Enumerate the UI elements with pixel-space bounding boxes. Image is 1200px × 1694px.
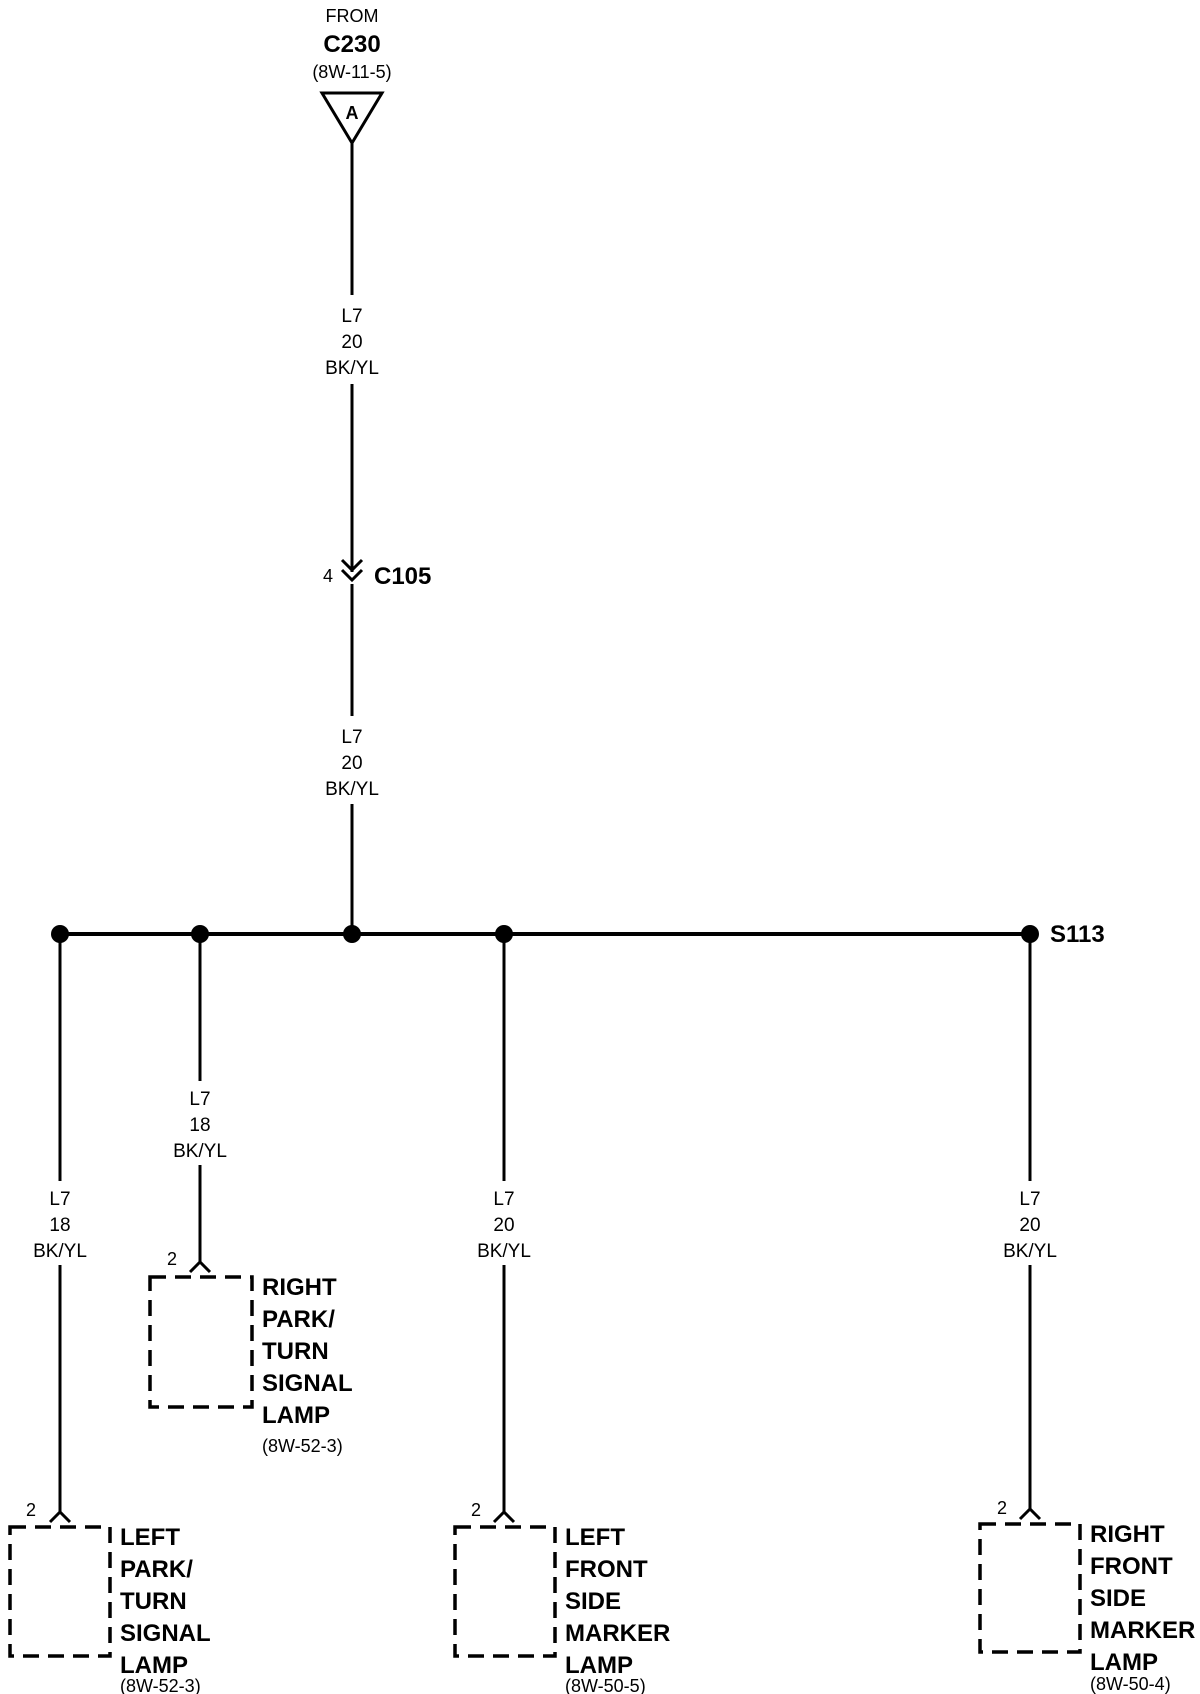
right-marker-label-line: FRONT	[1090, 1553, 1173, 1580]
source-connector-name: C230	[323, 31, 380, 58]
left-marker-ref: (8W-50-5)	[565, 1676, 646, 1694]
right-marker-label-line: RIGHT	[1090, 1521, 1165, 1548]
wire-left-marker-gauge: 20	[493, 1215, 514, 1236]
left-marker-lamp-box	[453, 1525, 557, 1658]
wire-right-park-color: BK/YL	[173, 1141, 227, 1162]
left-marker-label-line: FRONT	[565, 1556, 648, 1583]
right-marker-connector-icon	[1018, 1506, 1042, 1521]
right-marker-label-line: LAMP	[1090, 1649, 1158, 1676]
wire-upper-color: BK/YL	[325, 358, 379, 379]
right-marker-ref: (8W-50-4)	[1090, 1674, 1171, 1694]
left-marker-label-line: LEFT	[565, 1524, 625, 1551]
right-park-label-line: TURN	[262, 1338, 329, 1365]
from-label: FROM	[326, 6, 379, 26]
wire-middle-circuit: L7	[341, 727, 362, 748]
wire-right-marker-color: BK/YL	[1003, 1241, 1057, 1262]
wire-right-marker-circuit: L7	[1019, 1189, 1040, 1210]
right-marker-pin: 2	[997, 1498, 1007, 1518]
source-connector-ref: (8W-11-5)	[312, 62, 391, 82]
source-connector-triangle-icon	[319, 91, 385, 146]
left-park-label-line: SIGNAL	[120, 1620, 211, 1647]
left-marker-label-line: LAMP	[565, 1652, 633, 1679]
wire-middle-color: BK/YL	[325, 779, 379, 800]
wire-left-marker-circuit: L7	[493, 1189, 514, 1210]
right-park-pin: 2	[167, 1249, 177, 1269]
right-park-label-line: LAMP	[262, 1402, 330, 1429]
right-park-ref: (8W-52-3)	[262, 1436, 343, 1456]
right-park-label-line: SIGNAL	[262, 1370, 353, 1397]
left-park-lamp-box	[8, 1525, 112, 1658]
left-marker-pin: 2	[471, 1500, 481, 1520]
right-park-lamp-box	[148, 1275, 254, 1409]
wire-left-park-gauge: 18	[49, 1215, 70, 1236]
left-park-label-line: LEFT	[120, 1524, 180, 1551]
right-park-connector-icon	[188, 1259, 212, 1274]
wire-middle-gauge: 20	[341, 753, 362, 774]
source-connector-pin: A	[346, 103, 359, 123]
right-park-label-line: RIGHT	[262, 1274, 337, 1301]
wire-left-park-color: BK/YL	[33, 1241, 87, 1262]
wire-right-park-circuit: L7	[189, 1089, 210, 1110]
inline-connector-pin: 4	[323, 566, 333, 586]
wire-right-park-gauge: 18	[189, 1115, 210, 1136]
wire-upper-gauge: 20	[341, 332, 362, 353]
right-marker-label-line: MARKER	[1090, 1617, 1195, 1644]
right-marker-label-line: SIDE	[1090, 1585, 1146, 1612]
left-park-label-line: TURN	[120, 1588, 187, 1615]
left-marker-label-line: MARKER	[565, 1620, 670, 1647]
left-marker-connector-icon	[492, 1509, 516, 1524]
left-marker-label-line: SIDE	[565, 1588, 621, 1615]
left-park-label-line: PARK/	[120, 1556, 193, 1583]
wire-upper-circuit: L7	[341, 306, 362, 327]
splice-node	[343, 925, 361, 943]
left-park-ref: (8W-52-3)	[120, 1676, 201, 1694]
wire-right-marker-gauge: 20	[1019, 1215, 1040, 1236]
right-marker-lamp-box	[978, 1522, 1082, 1654]
inline-connector-chevron-icon	[340, 558, 364, 583]
left-park-pin: 2	[26, 1500, 36, 1520]
wire-left-marker-color: BK/YL	[477, 1241, 531, 1262]
wire-left-park-circuit: L7	[49, 1189, 70, 1210]
splice-name: S113	[1050, 921, 1105, 948]
left-park-label-line: LAMP	[120, 1652, 188, 1679]
left-park-connector-icon	[48, 1509, 72, 1524]
inline-connector-name: C105	[374, 563, 431, 590]
right-park-label-line: PARK/	[262, 1306, 335, 1333]
